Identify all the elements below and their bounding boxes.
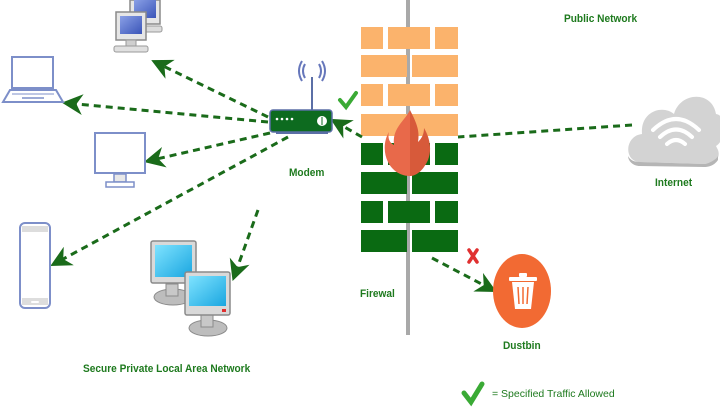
link-modem-laptop	[61, 94, 269, 124]
firewall-brick	[435, 143, 458, 165]
link-firewall-modem	[330, 118, 363, 139]
firewall-brick	[361, 172, 407, 194]
firewall-brick	[361, 201, 383, 223]
link-modem-smartphone	[50, 135, 289, 267]
link-modem-desktop-bottom	[229, 209, 260, 281]
dustbin-icon[interactable]	[493, 254, 551, 328]
dustbin-label: Dustbin	[503, 340, 541, 352]
firewall-brick	[361, 27, 383, 49]
firewall-brick	[412, 114, 458, 136]
internet-label: Internet	[655, 177, 693, 189]
firewall-label: Firewal	[360, 288, 395, 300]
firewall-brick	[361, 84, 383, 106]
laptop-icon[interactable]	[1, 56, 65, 103]
firewall-brick	[412, 230, 458, 252]
firewall-brick	[361, 143, 383, 165]
public-network-label: Public Network	[564, 13, 638, 25]
legend-check-icon	[461, 381, 485, 407]
monitor-icon[interactable]	[94, 132, 146, 188]
firewall-brick	[388, 84, 430, 106]
firewall-brick	[435, 27, 458, 49]
smartphone-icon[interactable]	[19, 222, 51, 309]
firewall-brick	[361, 230, 407, 252]
link-modem-desktop-top	[151, 59, 269, 119]
firewall-brick	[435, 84, 458, 106]
modem-label: Modem	[289, 167, 325, 179]
allowed-check-icon	[338, 91, 358, 111]
links	[50, 59, 633, 292]
firewall-brick	[435, 201, 458, 223]
flame-icon	[384, 110, 431, 176]
firewall-brick	[412, 172, 458, 194]
desktop-pair-top-icon[interactable]	[113, 0, 163, 53]
private-network-label: Secure Private Local Area Network	[83, 363, 251, 375]
firewall-bricks	[361, 27, 458, 252]
link-firewall-dustbin	[431, 256, 497, 292]
legend-allowed-label: = Specified Traffic Allowed	[492, 388, 615, 400]
desktop-pair-bottom-icon[interactable]	[150, 240, 231, 337]
internet-cloud-icon[interactable]	[628, 96, 720, 167]
firewall-brick	[388, 201, 430, 223]
firewall-brick	[361, 55, 407, 77]
modem-icon[interactable]	[269, 60, 333, 134]
link-internet-firewall	[457, 123, 633, 139]
link-modem-monitor	[143, 131, 271, 168]
blocked-cross-icon	[467, 248, 479, 264]
firewall-brick	[361, 114, 407, 136]
firewall-brick	[388, 27, 430, 49]
firewall-brick	[412, 55, 458, 77]
